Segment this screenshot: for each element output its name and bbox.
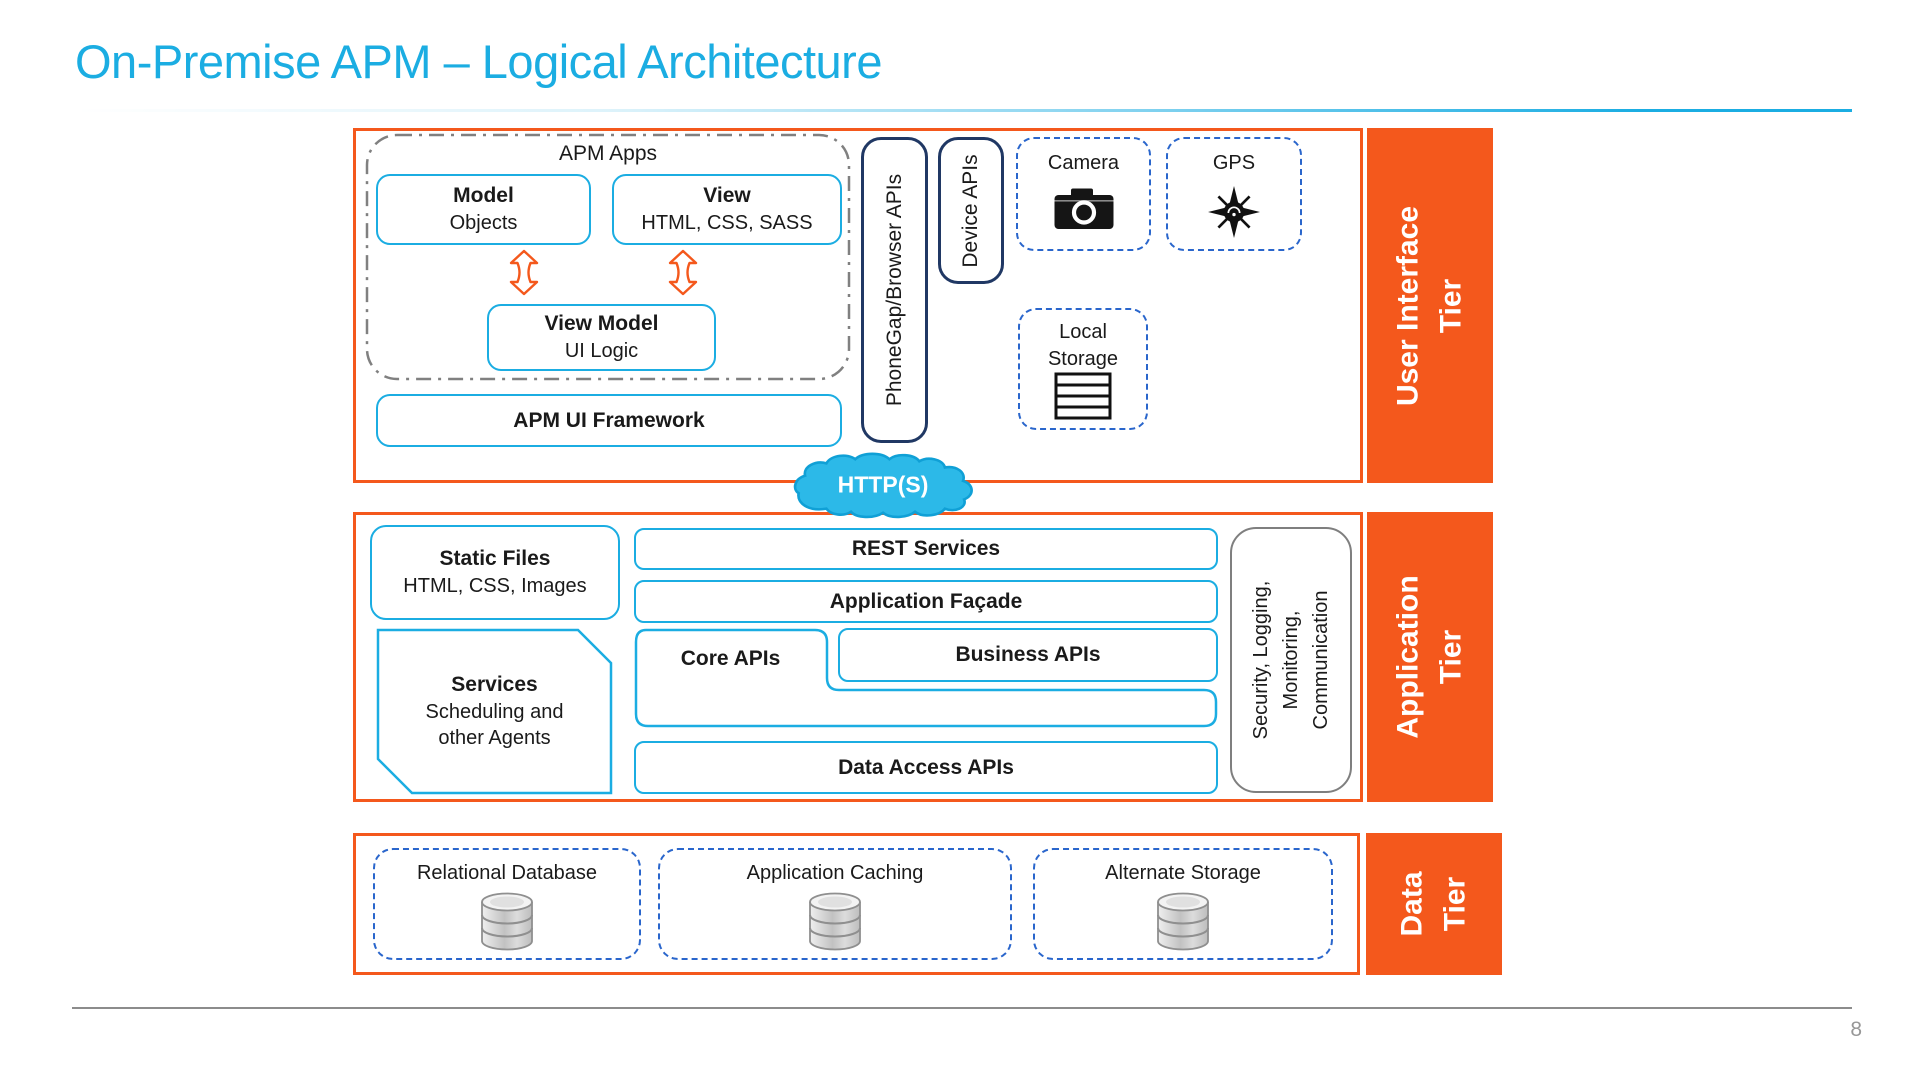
alternate-storage-label: Alternate Storage bbox=[1105, 862, 1261, 884]
camera-box: Camera bbox=[1016, 137, 1151, 251]
apm-apps-label: APM Apps bbox=[558, 142, 658, 165]
data-access-apis-title: Data Access APIs bbox=[838, 755, 1014, 779]
device-apis-box: Device APIs bbox=[938, 137, 1004, 284]
application-facade-bar: Application Façade bbox=[634, 580, 1218, 623]
application-tier: Application Tier Static Files HTML, CSS,… bbox=[353, 512, 1493, 802]
local-storage-label: Local Storage bbox=[1047, 321, 1119, 370]
view-subtitle: HTML, CSS, SASS bbox=[641, 212, 813, 235]
rest-services-title: REST Services bbox=[851, 537, 1001, 561]
model-box: Model Objects bbox=[376, 174, 591, 245]
camera-label: Camera bbox=[1047, 152, 1120, 174]
page-number: 8 bbox=[1850, 1018, 1862, 1041]
title-underline bbox=[75, 109, 1852, 112]
core-apis-shape bbox=[634, 628, 1218, 728]
gps-box: GPS bbox=[1166, 137, 1302, 251]
local-storage-box: Local Storage bbox=[1018, 308, 1148, 430]
application-facade-title: Application Façade bbox=[829, 589, 1023, 613]
device-apis-label: Device APIs bbox=[959, 153, 982, 268]
view-model-box: View Model UI Logic bbox=[487, 304, 716, 371]
services-box bbox=[376, 628, 613, 795]
security-logging-box: Security, Logging, Monitoring, Communica… bbox=[1230, 527, 1352, 793]
ui-tier-band-label: User Interface Tier bbox=[1391, 205, 1467, 406]
double-vertical-arrow-icon bbox=[668, 249, 698, 296]
database-cylinder-icon bbox=[1157, 892, 1209, 951]
user-interface-tier: User Interface Tier APM Apps Model Objec… bbox=[353, 128, 1493, 483]
business-apis-title: Business APIs bbox=[955, 643, 1101, 667]
data-tier-band: Data Tier bbox=[1366, 833, 1502, 975]
static-files-box: Static Files HTML, CSS, Images bbox=[370, 525, 620, 620]
phonegap-browser-apis-label: PhoneGap/Browser APIs bbox=[882, 173, 906, 407]
ui-tier-band: User Interface Tier bbox=[1367, 128, 1493, 483]
apm-ui-framework-title: APM UI Framework bbox=[513, 408, 705, 432]
app-tier-band: Application Tier bbox=[1367, 512, 1493, 802]
gps-label: GPS bbox=[1212, 152, 1256, 174]
data-tier: Data Tier Relational Database Applicatio… bbox=[353, 833, 1502, 975]
footer-divider bbox=[72, 1007, 1852, 1009]
view-model-title: View Model bbox=[544, 312, 659, 336]
view-box: View HTML, CSS, SASS bbox=[612, 174, 842, 245]
app-tier-band-label: Application Tier bbox=[1391, 575, 1467, 739]
model-subtitle: Objects bbox=[449, 212, 518, 235]
cloud-shape bbox=[793, 452, 973, 519]
business-apis-bar: Business APIs bbox=[838, 628, 1218, 682]
static-files-subtitle: HTML, CSS, Images bbox=[403, 575, 587, 598]
double-vertical-arrow-icon bbox=[509, 249, 539, 296]
page-title: On-Premise APM – Logical Architecture bbox=[75, 35, 882, 88]
https-label: HTTP(S) bbox=[837, 471, 929, 498]
apm-apps-group-border bbox=[365, 133, 851, 381]
core-apis-label: Core APIs bbox=[680, 647, 781, 671]
model-title: Model bbox=[453, 184, 514, 208]
static-files-title: Static Files bbox=[439, 547, 551, 571]
phonegap-browser-apis-box: PhoneGap/Browser APIs bbox=[861, 137, 928, 443]
camera-icon bbox=[1054, 188, 1113, 229]
compass-rose-icon bbox=[1208, 186, 1260, 238]
relational-database-box: Relational Database bbox=[373, 848, 641, 960]
database-cylinder-icon bbox=[809, 892, 861, 951]
security-logging-label: Security, Logging, Monitoring, Communica… bbox=[1250, 580, 1332, 740]
view-model-subtitle: UI Logic bbox=[564, 340, 639, 363]
data-access-apis-bar: Data Access APIs bbox=[634, 741, 1218, 794]
alternate-storage-box: Alternate Storage bbox=[1033, 848, 1333, 960]
application-caching-box: Application Caching bbox=[658, 848, 1012, 960]
relational-database-label: Relational Database bbox=[416, 862, 598, 884]
view-title: View bbox=[703, 184, 751, 208]
https-connector: HTTP(S) bbox=[788, 452, 978, 520]
services-label: Services Scheduling and other Agents bbox=[425, 673, 564, 750]
application-caching-label: Application Caching bbox=[746, 862, 924, 884]
stacked-storage-icon bbox=[1054, 372, 1112, 420]
apm-ui-framework-box: APM UI Framework bbox=[376, 394, 842, 447]
data-tier-band-label: Data Tier bbox=[1395, 871, 1471, 937]
rest-services-bar: REST Services bbox=[634, 528, 1218, 570]
database-cylinder-icon bbox=[481, 892, 533, 951]
